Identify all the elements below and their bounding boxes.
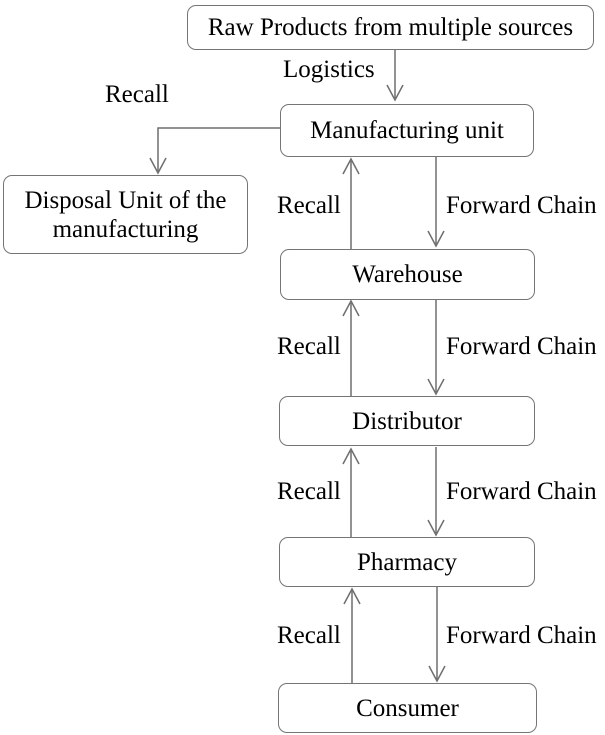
disposal-recall-arrow	[149, 127, 280, 175]
node-manufacturing-unit: Manufacturing unit	[280, 104, 534, 157]
edge-label-forward-pharmacy: Forward Chain	[446, 478, 597, 505]
edge-label-recall-pharmacy: Recall	[277, 622, 341, 649]
edge-label-recall-distributor: Recall	[277, 478, 341, 505]
edge-label-recall-disposal: Recall	[105, 81, 169, 108]
edge-label-recall-manufacturing: Recall	[277, 192, 341, 219]
forward-arrow-1	[427, 157, 445, 248]
recall-arrow-2	[342, 299, 360, 396]
recall-arrow-3	[342, 447, 360, 540]
forward-arrow-4	[428, 587, 446, 683]
node-pharmacy: Pharmacy	[279, 537, 535, 587]
edge-label-forward-distributor: Forward Chain	[446, 333, 597, 360]
recall-arrow-1	[342, 157, 360, 249]
recall-arrow-4	[343, 587, 361, 683]
node-warehouse: Warehouse	[280, 249, 535, 300]
logistics-arrow	[386, 50, 404, 102]
node-consumer: Consumer	[278, 683, 537, 733]
edge-label-forward-consumer: Forward Chain	[446, 622, 597, 649]
forward-arrow-2	[427, 300, 445, 396]
edge-label-forward-warehouse: Forward Chain	[446, 192, 597, 219]
forward-arrow-3	[427, 447, 445, 537]
node-raw-products: Raw Products from multiple sources	[187, 5, 594, 50]
edge-label-recall-warehouse: Recall	[277, 333, 341, 360]
node-disposal-unit: Disposal Unit of the manufacturing	[3, 175, 248, 254]
edge-label-logistics: Logistics	[283, 56, 375, 83]
node-distributor: Distributor	[279, 396, 535, 446]
